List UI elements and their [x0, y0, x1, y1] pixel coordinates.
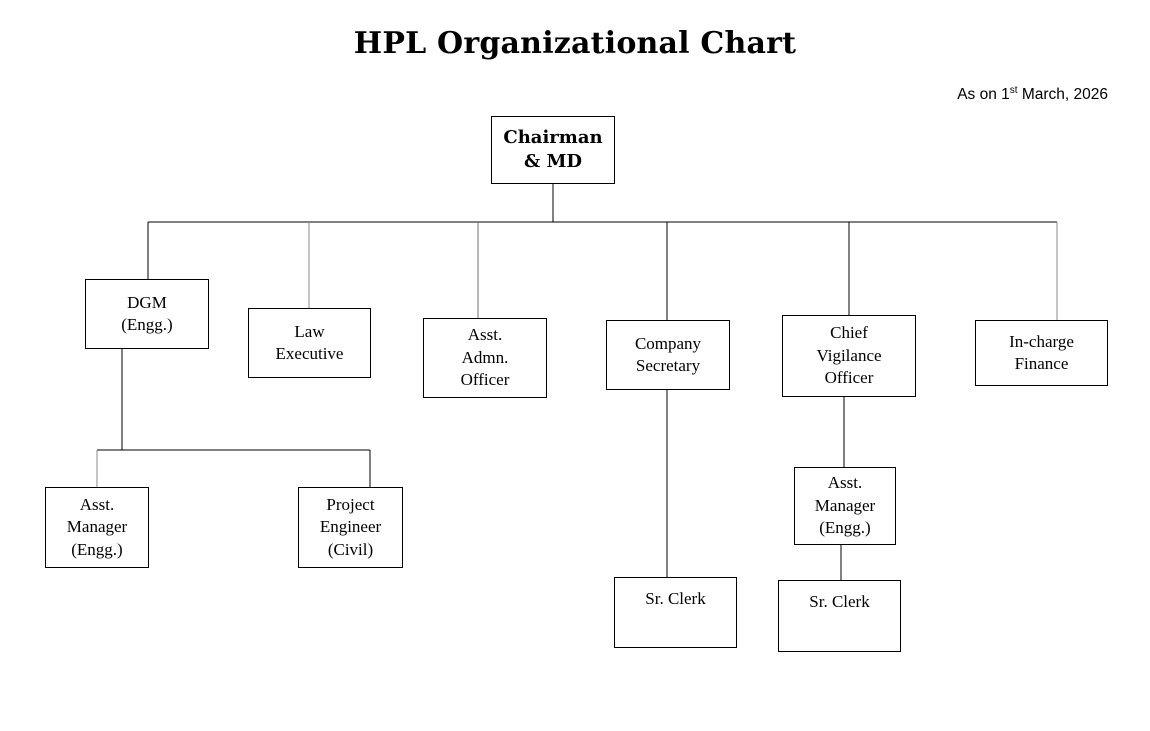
org-node-label: Project	[326, 494, 375, 514]
org-node-asst-mgr-cvo[interactable]: Asst.Manager (Engg.)	[794, 467, 896, 545]
as-on-date-prefix: As on 1	[957, 86, 1010, 103]
org-node-label: DGM	[127, 292, 167, 312]
org-node-label: (Engg.)	[121, 315, 173, 334]
org-node-label: (Civil)	[327, 539, 374, 559]
org-node-chairman[interactable]: Chairman& MD	[491, 116, 615, 184]
org-node-label: Sr. Clerk	[809, 592, 870, 611]
org-node-label: Officer	[460, 370, 510, 390]
org-node-label: Manager	[814, 495, 876, 515]
org-node-label: & MD	[523, 151, 583, 172]
org-node-label: (Engg.)	[819, 518, 871, 538]
org-node-label: Admn.	[461, 347, 509, 367]
org-node-asst-admn[interactable]: Asst.Admn. Officer	[423, 318, 547, 398]
org-node-label: Officer	[824, 368, 874, 388]
org-node-label: Executive	[275, 344, 344, 363]
org-node-label: Sr. Clerk	[645, 589, 706, 608]
as-on-date-ordinal-suffix: st	[1009, 84, 1018, 96]
org-node-label: Vigilance	[816, 345, 882, 365]
org-node-label: Manager	[66, 517, 128, 537]
as-on-date-suffix: March, 2026	[1017, 86, 1108, 103]
org-node-label: Chief	[830, 323, 868, 343]
org-node-label: Secretary	[635, 356, 701, 375]
org-node-label: (Engg.)	[71, 539, 123, 559]
org-node-dgm[interactable]: DGM (Engg.)	[85, 279, 209, 349]
org-node-label: Engineer	[319, 517, 382, 537]
org-node-label: Asst.	[827, 473, 863, 493]
org-node-sr-clerk-cvo[interactable]: Sr. Clerk	[778, 580, 901, 652]
org-node-sr-clerk-cs[interactable]: Sr. Clerk	[614, 577, 737, 648]
org-node-label: Asst.	[79, 494, 115, 514]
org-node-asst-mgr-engg[interactable]: Asst. Manager(Engg.)	[45, 487, 149, 568]
page-title: HPL Organizational Chart	[353, 26, 797, 61]
org-node-label: Finance	[1014, 354, 1069, 373]
org-node-label: Company	[634, 333, 702, 353]
org-node-label: In-charge	[1009, 331, 1074, 351]
as-on-date-label: As on 1st March, 2026	[957, 84, 1108, 104]
org-node-label: Asst.	[467, 325, 503, 345]
org-node-label: Law	[294, 321, 325, 341]
org-node-label: Chairman	[503, 127, 603, 149]
